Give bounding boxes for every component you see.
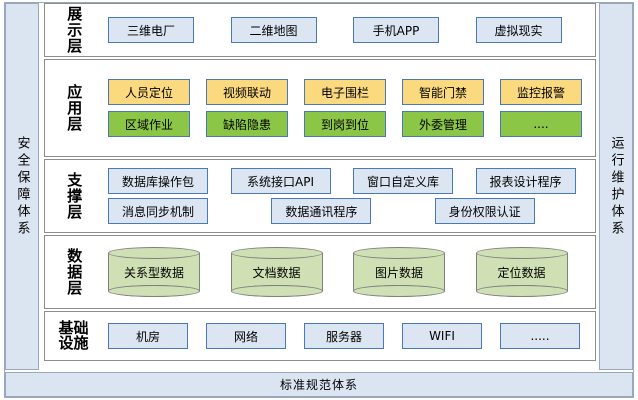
layer-panel-data: 数据层 关系型数据 文档数据 图片数据 定位数据 bbox=[44, 235, 596, 309]
layer-row: 人员定位视频联动电子围栏智能门禁监控报警 bbox=[108, 79, 589, 105]
layer-body-presentation: 三维电厂 二维地图 手机APP 虚拟现实 bbox=[102, 4, 595, 56]
cylinder-bottom-ellipse bbox=[353, 285, 445, 297]
node-presentation[interactable]: 虚拟现实 bbox=[475, 17, 562, 43]
left-rail-label: 安全保障体系 bbox=[14, 135, 30, 238]
layer-panel-presentation: 展示层 三维电厂 二维地图 手机APP 虚拟现实 bbox=[44, 3, 596, 57]
layer-label-presentation: 展示层 bbox=[45, 4, 102, 56]
right-rail-label: 运行维护体系 bbox=[608, 135, 624, 238]
cylinder-label: 图片数据 bbox=[374, 265, 423, 280]
node-application[interactable]: 电子围栏 bbox=[304, 79, 386, 105]
node-application[interactable]: 缺陷隐患 bbox=[206, 111, 288, 137]
node-support[interactable]: 系统接口API bbox=[230, 168, 331, 194]
node-infrastructure[interactable]: WIFI bbox=[402, 323, 482, 349]
node-application[interactable]: 智能门禁 bbox=[402, 79, 484, 105]
layer-panel-support: 支撑层 数据库操作包系统接口API 窗口自定义库报表设计程序消息同步机制 数据通讯程序… bbox=[44, 159, 596, 233]
cylinder-top-ellipse bbox=[353, 247, 445, 259]
database-cylinder[interactable]: 关系型数据 bbox=[108, 247, 200, 297]
layer-body-application: 人员定位视频联动电子围栏智能门禁监控报警区域作业缺陷隐患到岗到位外委管理.... bbox=[102, 60, 595, 156]
node-infrastructure[interactable]: 服务器 bbox=[304, 323, 384, 349]
node-support[interactable]: 身份权限认证 bbox=[434, 198, 535, 224]
layer-label-text: 展示层 bbox=[65, 6, 84, 54]
layer-row: 数据库操作包系统接口API 窗口自定义库报表设计程序 bbox=[108, 168, 589, 194]
cylinder-top-ellipse bbox=[230, 247, 323, 259]
layer-label-support: 支撑层 bbox=[45, 160, 102, 232]
node-application[interactable]: 区域作业 bbox=[108, 111, 190, 137]
database-cylinder[interactable]: 图片数据 bbox=[353, 247, 445, 297]
right-rail-ops-maintenance-system: 运行维护体系 bbox=[599, 3, 633, 370]
database-cylinder[interactable]: 文档数据 bbox=[230, 247, 323, 297]
node-presentation[interactable]: 手机APP bbox=[353, 17, 439, 43]
node-infrastructure[interactable]: 机房 bbox=[108, 323, 188, 349]
node-application[interactable]: 人员定位 bbox=[108, 79, 190, 105]
layer-body-data: 关系型数据 文档数据 图片数据 定位数据 bbox=[102, 236, 595, 308]
layer-body-support: 数据库操作包系统接口API 窗口自定义库报表设计程序消息同步机制 数据通讯程序 身份权… bbox=[102, 160, 595, 232]
cylinder-label: 文档数据 bbox=[252, 265, 301, 280]
node-application[interactable]: 到岗到位 bbox=[304, 111, 386, 137]
layer-row: 关系型数据 文档数据 图片数据 定位数据 bbox=[108, 247, 589, 297]
node-support[interactable]: 数据库操作包 bbox=[108, 168, 208, 194]
layer-row: 机房网络服务器 WIFI..... bbox=[108, 323, 589, 349]
layer-label-infrastructure: 基础设施 bbox=[45, 312, 102, 360]
layer-row: 区域作业缺陷隐患到岗到位外委管理.... bbox=[108, 111, 589, 137]
node-support[interactable]: 消息同步机制 bbox=[108, 198, 208, 224]
node-application[interactable]: 监控报警 bbox=[500, 79, 582, 105]
layer-label-text: 基础设施 bbox=[58, 318, 89, 352]
node-infrastructure[interactable]: ..... bbox=[500, 323, 580, 349]
cylinder-bottom-ellipse bbox=[108, 285, 200, 297]
layer-panel-infrastructure: 基础设施机房网络服务器 WIFI..... bbox=[44, 311, 596, 361]
cylinder-bottom-ellipse bbox=[475, 285, 568, 297]
layer-label-text: 支撑层 bbox=[65, 172, 84, 220]
left-rail-security-system: 安全保障体系 bbox=[5, 3, 39, 370]
cylinder-label: 关系型数据 bbox=[123, 265, 184, 280]
footer-label: 标准规范体系 bbox=[279, 378, 358, 392]
layer-panel-application: 应用层人员定位视频联动电子围栏智能门禁监控报警区域作业缺陷隐患到岗到位外委管理.… bbox=[44, 59, 596, 157]
node-presentation[interactable]: 三维电厂 bbox=[108, 17, 194, 43]
layer-label-application: 应用层 bbox=[45, 60, 102, 156]
layer-row: 三维电厂 二维地图 手机APP 虚拟现实 bbox=[108, 17, 589, 43]
node-application[interactable]: 外委管理 bbox=[402, 111, 484, 137]
cylinder-bottom-ellipse bbox=[230, 285, 323, 297]
node-presentation[interactable]: 二维地图 bbox=[230, 17, 317, 43]
layer-row: 消息同步机制 数据通讯程序 身份权限认证 bbox=[108, 198, 589, 224]
node-application[interactable]: .... bbox=[500, 111, 582, 137]
cylinder-top-ellipse bbox=[108, 247, 200, 259]
layer-label-data: 数据层 bbox=[45, 236, 102, 308]
cylinder-top-ellipse bbox=[475, 247, 568, 259]
cylinder-label: 定位数据 bbox=[497, 265, 546, 280]
database-cylinder[interactable]: 定位数据 bbox=[475, 247, 568, 297]
layer-body-infrastructure: 机房网络服务器 WIFI..... bbox=[102, 312, 595, 360]
layer-label-text: 应用层 bbox=[65, 84, 84, 132]
node-support[interactable]: 窗口自定义库 bbox=[353, 168, 453, 194]
footer-standards-system: 标准规范体系 bbox=[5, 372, 633, 397]
node-infrastructure[interactable]: 网络 bbox=[206, 323, 286, 349]
node-support[interactable]: 数据通讯程序 bbox=[271, 198, 372, 224]
node-support[interactable]: 报表设计程序 bbox=[475, 168, 576, 194]
node-application[interactable]: 视频联动 bbox=[206, 79, 288, 105]
layer-label-text: 数据层 bbox=[65, 248, 84, 296]
